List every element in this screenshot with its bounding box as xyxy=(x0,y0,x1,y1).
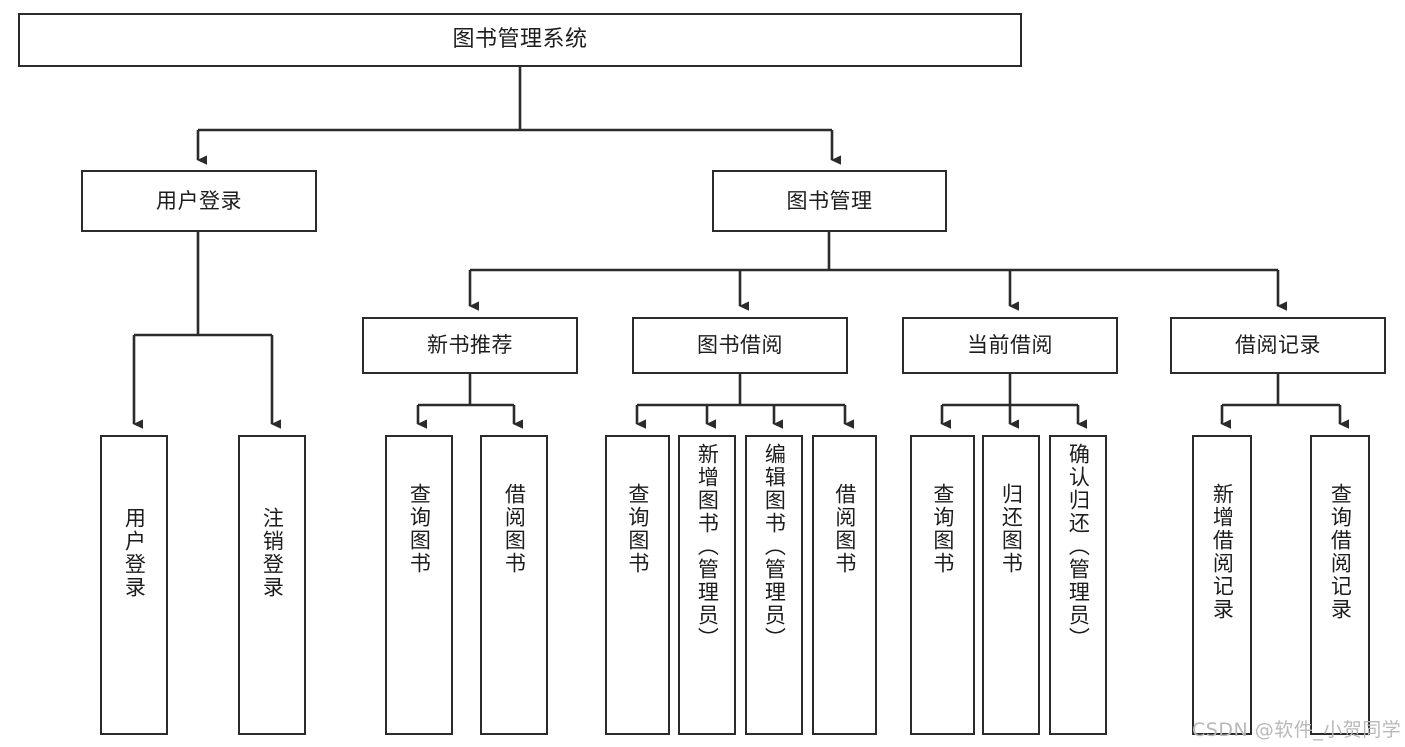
node-label: 查询图书 xyxy=(625,483,650,575)
node-label: 注销登录 xyxy=(260,507,285,599)
node-label: 查询借阅记录 xyxy=(1328,483,1353,621)
node-label: 当前借阅 xyxy=(967,333,1053,358)
node-label: 借阅记录 xyxy=(1235,333,1321,358)
leaf-query-book-current[interactable]: 查询图书 xyxy=(910,435,975,735)
node-label: 新书推荐 xyxy=(427,333,513,358)
node-label: 新增借阅记录 xyxy=(1210,483,1235,621)
node-user-login[interactable]: 用户登录 xyxy=(81,170,317,232)
leaf-confirm-return-admin[interactable]: 确认归还（管理员） xyxy=(1049,435,1107,735)
csdn-watermark: CSDN @软件_小贺同学 xyxy=(1192,719,1402,741)
leaf-borrow-book[interactable]: 借阅图书 xyxy=(812,435,877,735)
leaf-add-book-admin[interactable]: 新增图书（管理员） xyxy=(678,435,736,735)
leaf-add-borrow-record[interactable]: 新增借阅记录 xyxy=(1192,435,1252,735)
node-current-borrow[interactable]: 当前借阅 xyxy=(902,317,1118,374)
node-label: 借阅图书 xyxy=(502,483,527,575)
node-label: 新增图书（管理员） xyxy=(695,443,720,650)
node-label: 用户登录 xyxy=(156,188,242,213)
leaf-query-borrow-record[interactable]: 查询借阅记录 xyxy=(1310,435,1370,735)
leaf-logout[interactable]: 注销登录 xyxy=(238,435,306,735)
node-book-management[interactable]: 图书管理 xyxy=(712,170,947,232)
node-new-book-recommend[interactable]: 新书推荐 xyxy=(362,317,578,374)
node-label: 确认归还（管理员） xyxy=(1066,443,1091,650)
node-label: 查询图书 xyxy=(930,483,955,575)
node-label: 图书借阅 xyxy=(697,333,783,358)
leaf-user-login[interactable]: 用户登录 xyxy=(100,435,168,735)
node-label: 图书管理系统 xyxy=(452,27,588,53)
leaf-query-book-borrow[interactable]: 查询图书 xyxy=(605,435,670,735)
node-borrow-record[interactable]: 借阅记录 xyxy=(1170,317,1386,374)
node-label: 借阅图书 xyxy=(832,483,857,575)
node-label: 图书管理 xyxy=(786,188,873,213)
leaf-return-book[interactable]: 归还图书 xyxy=(982,435,1040,735)
leaf-edit-book-admin[interactable]: 编辑图书（管理员） xyxy=(745,435,803,735)
node-root-system[interactable]: 图书管理系统 xyxy=(18,13,1022,67)
node-label: 编辑图书（管理员） xyxy=(762,443,787,650)
node-label: 归还图书 xyxy=(999,483,1024,575)
leaf-borrow-book-recommend[interactable]: 借阅图书 xyxy=(480,435,548,735)
node-label: 查询图书 xyxy=(407,483,432,575)
node-book-borrow[interactable]: 图书借阅 xyxy=(632,317,848,374)
node-label: 用户登录 xyxy=(122,507,147,599)
leaf-query-book-recommend[interactable]: 查询图书 xyxy=(385,435,453,735)
